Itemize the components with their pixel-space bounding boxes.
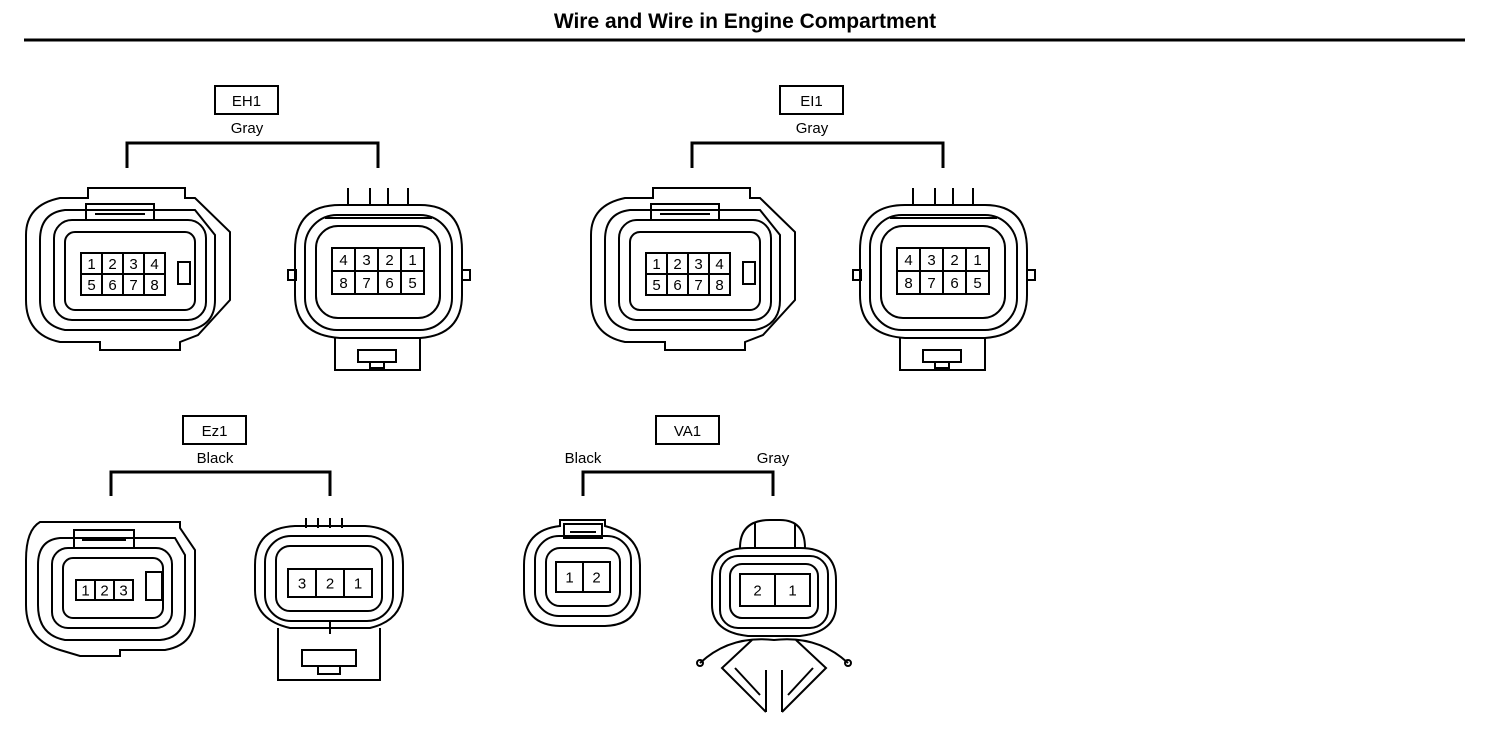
pin-cell xyxy=(774,573,811,607)
wire-color-label-male: Gray xyxy=(757,450,790,467)
connector-code-label: EH1 xyxy=(232,93,261,110)
pin-cell xyxy=(965,270,990,295)
male-connector-housing xyxy=(254,518,404,681)
connector-group-eh1: EH1 Gray xyxy=(25,85,471,371)
pin-number: 5 xyxy=(652,277,660,294)
female-connector-housing xyxy=(25,521,196,657)
wire-color-label-female: Black xyxy=(565,450,602,467)
pin-number: 6 xyxy=(673,277,681,294)
pin-number: 5 xyxy=(973,275,981,292)
pin-number: 6 xyxy=(950,275,958,292)
pin-number: 3 xyxy=(119,582,127,599)
pairing-bracket xyxy=(581,470,775,496)
pin-number: 7 xyxy=(129,277,137,294)
pin-cell xyxy=(343,568,373,598)
pin-number: 2 xyxy=(950,252,958,269)
connector-code-box xyxy=(182,415,247,445)
wire-color-label: Black xyxy=(197,450,234,467)
male-connector-housing xyxy=(287,188,471,371)
pin-number: 5 xyxy=(408,275,416,292)
pin-cell xyxy=(582,561,611,593)
pin-number: 4 xyxy=(339,252,347,269)
male-connector-housing xyxy=(696,519,852,713)
connector-code-label: VA1 xyxy=(674,423,701,440)
pin-number: 4 xyxy=(150,256,158,273)
connector-code-label: Ez1 xyxy=(202,423,228,440)
pin-number: 3 xyxy=(362,252,370,269)
pairing-bracket xyxy=(690,141,945,168)
pin-number: 3 xyxy=(129,256,137,273)
pin-cell xyxy=(400,270,425,295)
male-connector-housing xyxy=(852,188,1036,371)
pin-number: 1 xyxy=(565,569,573,586)
pin-number: 2 xyxy=(753,582,761,599)
pin-cell xyxy=(113,579,134,601)
pin-number: 4 xyxy=(904,252,912,269)
pin-number: 1 xyxy=(87,256,95,273)
pin-number: 8 xyxy=(150,277,158,294)
female-connector-housing xyxy=(523,519,641,627)
pin-number: 1 xyxy=(788,582,796,599)
pin-number: 8 xyxy=(339,275,347,292)
connector-group-ei1: EI1 Gray xyxy=(590,85,1036,371)
pin-number: 2 xyxy=(100,582,108,599)
pin-number: 5 xyxy=(87,277,95,294)
pin-number: 2 xyxy=(592,569,600,586)
pin-number: 6 xyxy=(385,275,393,292)
pin-cell xyxy=(143,273,166,296)
connector-code-box xyxy=(655,415,720,445)
pin-number: 1 xyxy=(354,575,362,592)
pin-number: 3 xyxy=(927,252,935,269)
pin-number: 8 xyxy=(715,277,723,294)
pin-cell xyxy=(739,573,776,607)
pairing-bracket xyxy=(109,470,332,496)
pin-number: 3 xyxy=(694,256,702,273)
wire-color-label: Gray xyxy=(231,120,264,137)
wire-color-label: Gray xyxy=(796,120,829,137)
page-title: Wire and Wire in Engine Compartment xyxy=(553,10,937,33)
pin-number: 7 xyxy=(362,275,370,292)
pin-number: 6 xyxy=(108,277,116,294)
pin-number: 2 xyxy=(673,256,681,273)
pin-number: 1 xyxy=(81,582,89,599)
pin-number: 8 xyxy=(904,275,912,292)
pin-number: 1 xyxy=(973,252,981,269)
pin-number: 1 xyxy=(652,256,660,273)
connector-code-box xyxy=(214,85,279,115)
pin-number: 7 xyxy=(927,275,935,292)
pin-number: 2 xyxy=(108,256,116,273)
pin-cell xyxy=(287,568,317,598)
pairing-bracket xyxy=(125,141,380,168)
connector-group-va1: VA1 Black Gray xyxy=(523,415,852,713)
connector-code-label: EI1 xyxy=(800,93,823,110)
pin-cell xyxy=(708,273,731,296)
connector-group-ez1: Ez1 Black xyxy=(25,415,404,681)
pin-number: 2 xyxy=(326,575,334,592)
pin-number: 7 xyxy=(694,277,702,294)
pin-number: 1 xyxy=(408,252,416,269)
female-connector-housing xyxy=(25,187,231,351)
pin-number: 3 xyxy=(298,575,306,592)
female-connector-housing xyxy=(590,187,796,351)
connector-code-box xyxy=(779,85,844,115)
pin-number: 2 xyxy=(385,252,393,269)
male-pin-grid: 3 2 1 xyxy=(287,568,373,598)
pin-cell xyxy=(555,561,584,593)
pin-number: 4 xyxy=(715,256,723,273)
